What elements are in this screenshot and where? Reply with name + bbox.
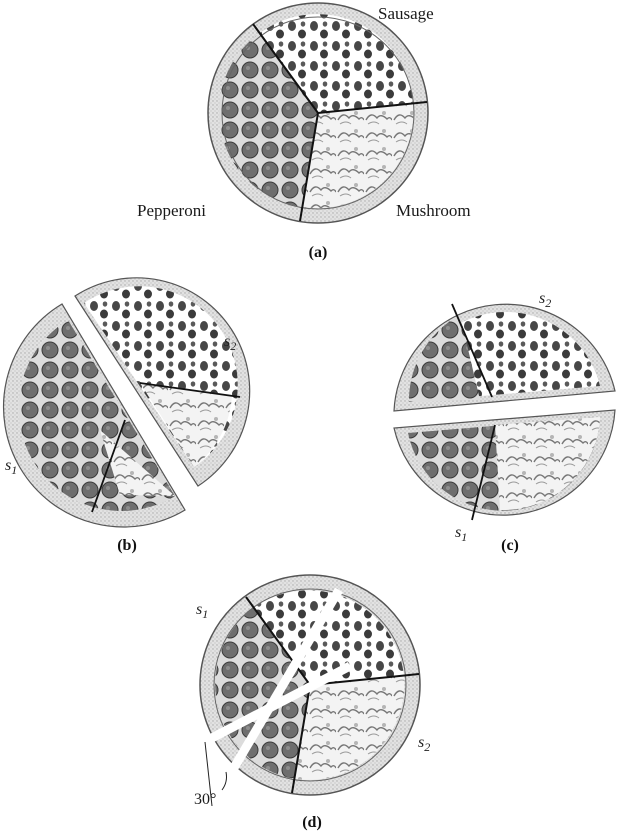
- s2-label-c: s2: [539, 290, 551, 310]
- caption-c: (c): [501, 537, 519, 554]
- caption-b: (b): [117, 537, 137, 554]
- s1-label-d: s1: [196, 601, 208, 621]
- caption-a: (a): [309, 244, 328, 261]
- mushroom-region-d: [295, 676, 404, 780]
- sausage-label: Sausage: [378, 4, 434, 23]
- caption-d: (d): [302, 814, 322, 831]
- mushroom-label: Mushroom: [396, 201, 471, 220]
- pizza-c-piece-s2: [394, 304, 615, 411]
- pizza-b: [4, 278, 250, 527]
- angle-label-d: 30°: [194, 791, 216, 808]
- pepperoni-label: Pepperoni: [137, 201, 206, 220]
- pizza-d: [200, 575, 420, 808]
- s2-label-d: s2: [418, 734, 430, 754]
- mushroom-region-a: [303, 104, 413, 208]
- pizza-a: [208, 3, 428, 223]
- s1-label-c: s1: [455, 524, 467, 544]
- pizza-c-piece-s1: [394, 410, 615, 520]
- pizza-c: [394, 304, 615, 520]
